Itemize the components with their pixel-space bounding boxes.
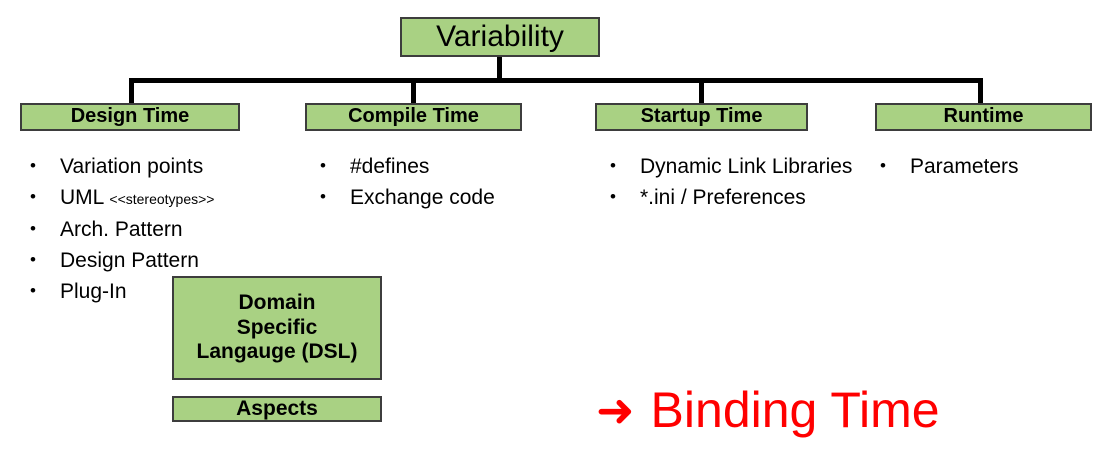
list-item: • *.ini / Preferences <box>610 184 855 211</box>
bullet-icon: • <box>30 156 36 175</box>
list-item: • Arch. Pattern <box>30 216 295 243</box>
branch-header-label: Startup Time <box>640 105 763 128</box>
list-item: • Variation points <box>30 153 295 180</box>
branch-header-label: Design Time <box>70 105 190 128</box>
list-item: • Plug-In <box>30 278 295 305</box>
connector-drop-startup-time <box>699 78 704 103</box>
dsl-line-3: Langauge (DSL) <box>196 340 358 364</box>
list-item-label: Arch. Pattern <box>60 217 183 241</box>
connector-horizontal-bus <box>129 78 983 83</box>
dsl-line-1: Domain <box>238 290 316 314</box>
bullet-icon: • <box>30 281 36 301</box>
dsl-box: Domain Specific Langauge (DSL) <box>172 276 382 380</box>
list-item-label: Design Pattern <box>60 248 199 272</box>
list-item: • UML <<stereotypes>> <box>30 184 295 211</box>
binding-time-callout: ➜ Binding Time <box>596 385 940 435</box>
bullet-list-startup-time: • Dynamic Link Libraries • *.ini / Prefe… <box>610 153 855 216</box>
dsl-line-2: Specific <box>236 315 318 339</box>
list-item-label: *.ini / Preferences <box>640 186 806 210</box>
list-item: • Dynamic Link Libraries <box>610 153 855 180</box>
bullet-icon: • <box>610 187 616 207</box>
bullet-list-compile-time: • #defines • Exchange code <box>320 153 575 216</box>
bullet-list-runtime: • Parameters <box>880 153 1105 184</box>
connector-root-stem <box>497 57 502 82</box>
list-item-label: #defines <box>350 155 430 178</box>
bullet-icon: • <box>610 156 616 175</box>
list-item: • Exchange code <box>320 184 575 211</box>
list-item-label: Plug-In <box>60 280 127 304</box>
bullet-icon: • <box>30 187 36 207</box>
list-item-label: Parameters <box>910 155 1019 178</box>
branch-header-label: Runtime <box>943 105 1024 128</box>
list-item-label-uml: UML <<stereotypes>> <box>60 184 295 211</box>
connector-drop-design-time <box>129 78 134 103</box>
list-item: • #defines <box>320 153 575 180</box>
branch-header-startup-time: Startup Time <box>595 103 808 131</box>
list-item: • Parameters <box>880 153 1105 180</box>
list-item-label: Variation points <box>60 155 204 178</box>
bullet-icon: • <box>320 187 326 207</box>
root-node-variability: Variability <box>400 17 600 57</box>
uml-stereotype-text: <<stereotypes>> <box>109 191 215 208</box>
binding-time-label: Binding Time <box>650 382 940 438</box>
aspects-box: Aspects <box>172 396 382 422</box>
bullet-icon: • <box>30 218 36 238</box>
list-item: • Design Pattern <box>30 247 295 274</box>
branch-header-label: Compile Time <box>348 105 479 128</box>
connector-drop-runtime <box>978 78 983 103</box>
aspects-label: Aspects <box>236 396 318 420</box>
branch-header-runtime: Runtime <box>875 103 1092 131</box>
uml-text: UML <box>60 186 110 210</box>
bullet-list-design-time: • Variation points • UML <<stereotypes>>… <box>30 153 295 309</box>
branch-header-design-time: Design Time <box>20 103 240 131</box>
list-item-label: Dynamic Link Libraries <box>640 155 853 178</box>
branch-header-compile-time: Compile Time <box>305 103 522 131</box>
bullet-icon: • <box>320 156 326 175</box>
bullet-icon: • <box>880 156 886 175</box>
list-item-label: Exchange code <box>350 186 495 210</box>
bullet-icon: • <box>30 249 36 269</box>
right-arrow-icon: ➜ <box>596 383 635 437</box>
root-node-label: Variability <box>436 20 564 54</box>
connector-drop-compile-time <box>411 78 416 103</box>
